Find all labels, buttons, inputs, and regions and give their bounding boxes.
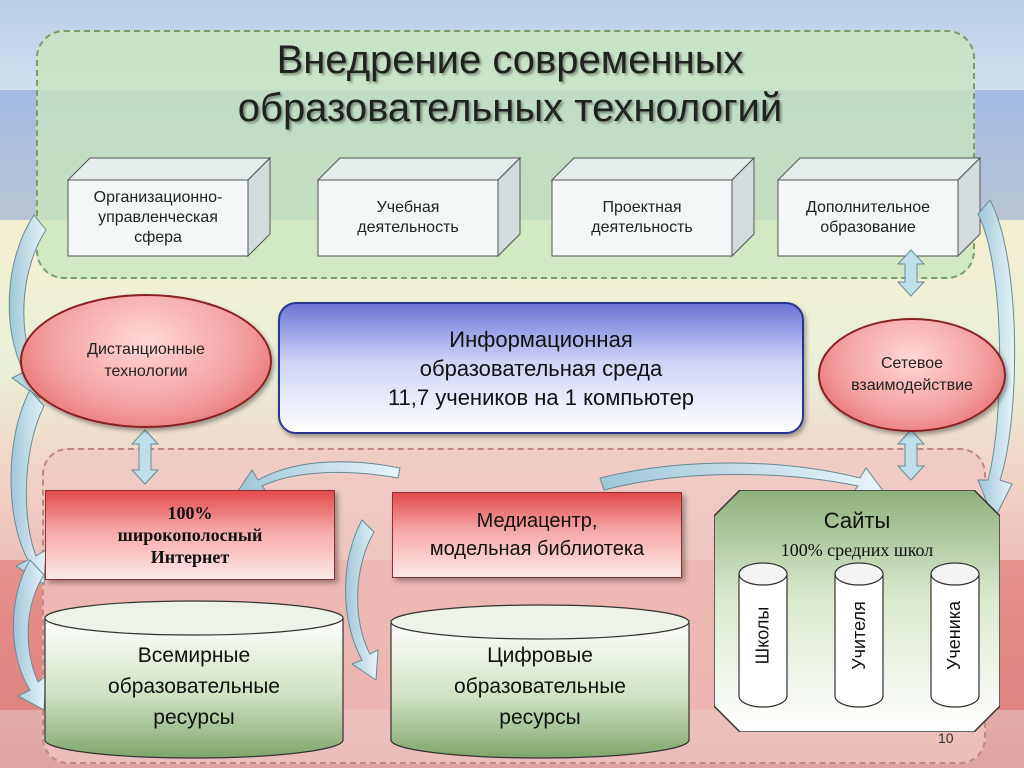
db-line: Всемирные (137, 644, 251, 667)
box-line: Учебная (376, 199, 440, 216)
digital-resources-text: Цифровые образовательные ресурсы (390, 640, 690, 733)
info-line-1: Информационная (449, 326, 633, 352)
box-line: сфера (134, 229, 182, 246)
info-environment-box: Информационная образовательная среда 11,… (278, 302, 804, 434)
box-line: деятельность (357, 219, 459, 236)
db-line: образовательные (454, 675, 626, 698)
box-3d-shape (550, 156, 756, 258)
box-line: Дополнительное (805, 199, 931, 216)
curved-arrow-media-db (345, 519, 379, 681)
oval-network: Сетевое взаимодействие (818, 318, 1006, 432)
db-line: ресурсы (153, 706, 235, 729)
cylinder-label: Учителя (848, 600, 869, 670)
sites-subtitle: 100% средних школ (780, 540, 934, 560)
box-3d-shape (66, 156, 272, 258)
sites-title: Сайты (823, 508, 891, 533)
curved-arrow-left-bottom (13, 559, 47, 711)
box-line: Организационно- (93, 189, 223, 206)
box-3d-shape (316, 156, 522, 258)
media-center-box: Медиацентр, модельная библиотека (392, 492, 682, 578)
world-resources-text: Всемирные образовательные ресурсы (44, 640, 344, 733)
box-line: управленческая (98, 209, 218, 226)
cylinder-shape (930, 562, 980, 708)
oval-line: взаимодействие (851, 377, 973, 394)
box-line: деятельность (591, 219, 693, 236)
page-number: 10 (938, 730, 954, 746)
slide-title: Внедрение современных образовательных те… (180, 36, 840, 132)
info-line-3: 11,7 учеников на 1 компьютер (387, 384, 695, 410)
box-additional-education: Дополнительное образование (776, 156, 982, 258)
internet-line-3: Интернет (150, 547, 230, 567)
oval-line: технологии (104, 363, 188, 380)
cylinder-teachers: Учителя (834, 562, 884, 708)
database-digital-resources (390, 604, 690, 759)
db-line: образовательные (108, 675, 280, 698)
oval-line: Сетевое (880, 355, 944, 372)
double-arrow-additional (896, 249, 926, 297)
box-3d-shape (776, 156, 982, 258)
db-line: Цифровые (487, 644, 593, 667)
box-learning-activity: Учебная деятельность (316, 156, 522, 258)
box-line: Проектная (602, 199, 682, 216)
internet-line-1: 100% (167, 503, 213, 523)
box-line: образование (820, 219, 916, 236)
cylinder-shape (834, 562, 884, 708)
title-line-2: образовательных технологий (237, 86, 783, 130)
box-org-management: Организационно- управленческая сфера (66, 156, 272, 258)
box-project-activity: Проектная деятельность (550, 156, 756, 258)
cylinder-label: Школы (752, 606, 773, 664)
media-line-2: модельная библиотека (429, 538, 645, 560)
oval-line: Дистанционные (87, 341, 205, 358)
cylinder-label: Ученика (944, 600, 965, 670)
double-arrow-distance (130, 429, 160, 485)
internet-box: 100% широкополосный Интернет (45, 490, 335, 580)
info-line-2: образовательная среда (419, 355, 663, 381)
internet-line-2: широкополосный (117, 525, 263, 545)
media-line-1: Медиацентр, (476, 510, 598, 532)
curved-arrow-left-mid (10, 389, 47, 585)
db-line: ресурсы (499, 706, 581, 729)
title-line-1: Внедрение современных (276, 38, 744, 82)
cylinder-schools: Школы (738, 562, 788, 708)
double-arrow-network (896, 429, 926, 481)
oval-distance-tech: Дистанционные технологии (20, 294, 272, 428)
cylinder-students: Ученика (930, 562, 980, 708)
cylinder-shape (738, 562, 788, 708)
database-world-resources (44, 600, 344, 759)
